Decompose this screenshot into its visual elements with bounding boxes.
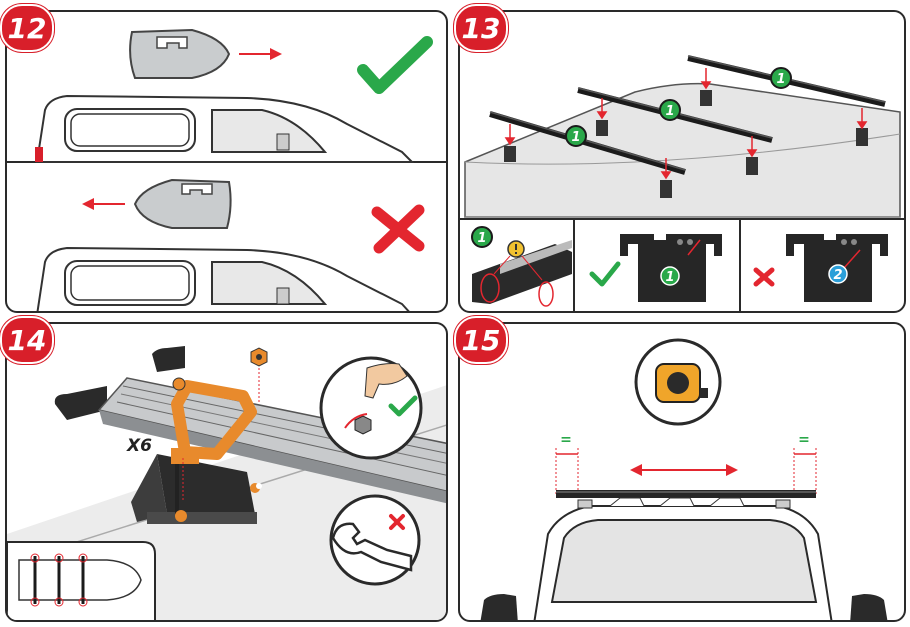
marker-1-label: 1 [571, 130, 580, 145]
cross-icon [753, 267, 775, 287]
double-arrow-icon [630, 464, 738, 476]
marker-1-label: 1 [477, 231, 486, 246]
quantity-label: X6 [127, 436, 152, 456]
marker-2-label: 2 [833, 268, 842, 283]
van-front [480, 497, 888, 620]
warning-icon [493, 240, 543, 281]
marker-1: 1 [659, 99, 681, 121]
check-icon [357, 36, 433, 94]
cross-icon [371, 204, 425, 254]
step-15-illustration: = = [480, 338, 888, 620]
foot-plate-correct: 1 [620, 234, 722, 302]
marker-1-label: 1 [776, 72, 785, 87]
step-13-badge: 13 [454, 4, 508, 52]
tape-measure-icon [655, 363, 708, 403]
step-12-badge: 12 [0, 4, 54, 52]
van-side-top [35, 94, 415, 163]
nut-icon [250, 347, 268, 367]
arrow-right-icon [239, 48, 282, 60]
step-12-panel [5, 10, 448, 313]
check-icon [388, 395, 418, 417]
wrench-icon [331, 522, 413, 572]
cross-icon [389, 514, 405, 530]
mounting-bracket [171, 380, 257, 464]
marker-1: 1 [770, 67, 792, 89]
foot-base [131, 454, 257, 524]
marker-1: 1 [565, 125, 587, 147]
check-icon [589, 261, 621, 287]
equal-sign: = [798, 432, 810, 448]
foot-plate-wrong: 2 [786, 234, 888, 302]
wind-deflector-reversed [133, 178, 232, 229]
arrow-left-icon [82, 198, 125, 210]
tape-measure-callout [634, 338, 722, 426]
equal-sign: = [560, 432, 572, 448]
step-13-panel: 1 1 1 1 [458, 10, 906, 313]
step-13-illustration: 1 1 1 1 [460, 55, 904, 311]
step-15-badge: 15 [454, 316, 508, 364]
placement-arrows [504, 68, 868, 180]
roof-bar-1 [489, 111, 686, 175]
marker-1-label: 1 [665, 104, 674, 119]
step-14-illustration [7, 346, 446, 620]
roof-bar-front [556, 490, 816, 498]
van-top-view-inset [7, 541, 156, 620]
van-side-bottom [36, 246, 410, 311]
step-12-illustration [7, 28, 446, 311]
wind-deflector-shape [129, 28, 231, 79]
hand-tighten-callout [319, 356, 423, 460]
step-14-badge: 14 [0, 316, 54, 364]
marker-1: 1 [471, 226, 493, 248]
equal-distance-right: = [793, 432, 817, 494]
equal-distance-left: = [555, 432, 579, 494]
marker-1-label: 1 [665, 270, 674, 285]
step-14-panel: X6 [5, 322, 448, 622]
foot-closeup [472, 240, 572, 307]
step-15-panel: = = [458, 322, 906, 622]
no-wrench-callout [329, 494, 421, 586]
